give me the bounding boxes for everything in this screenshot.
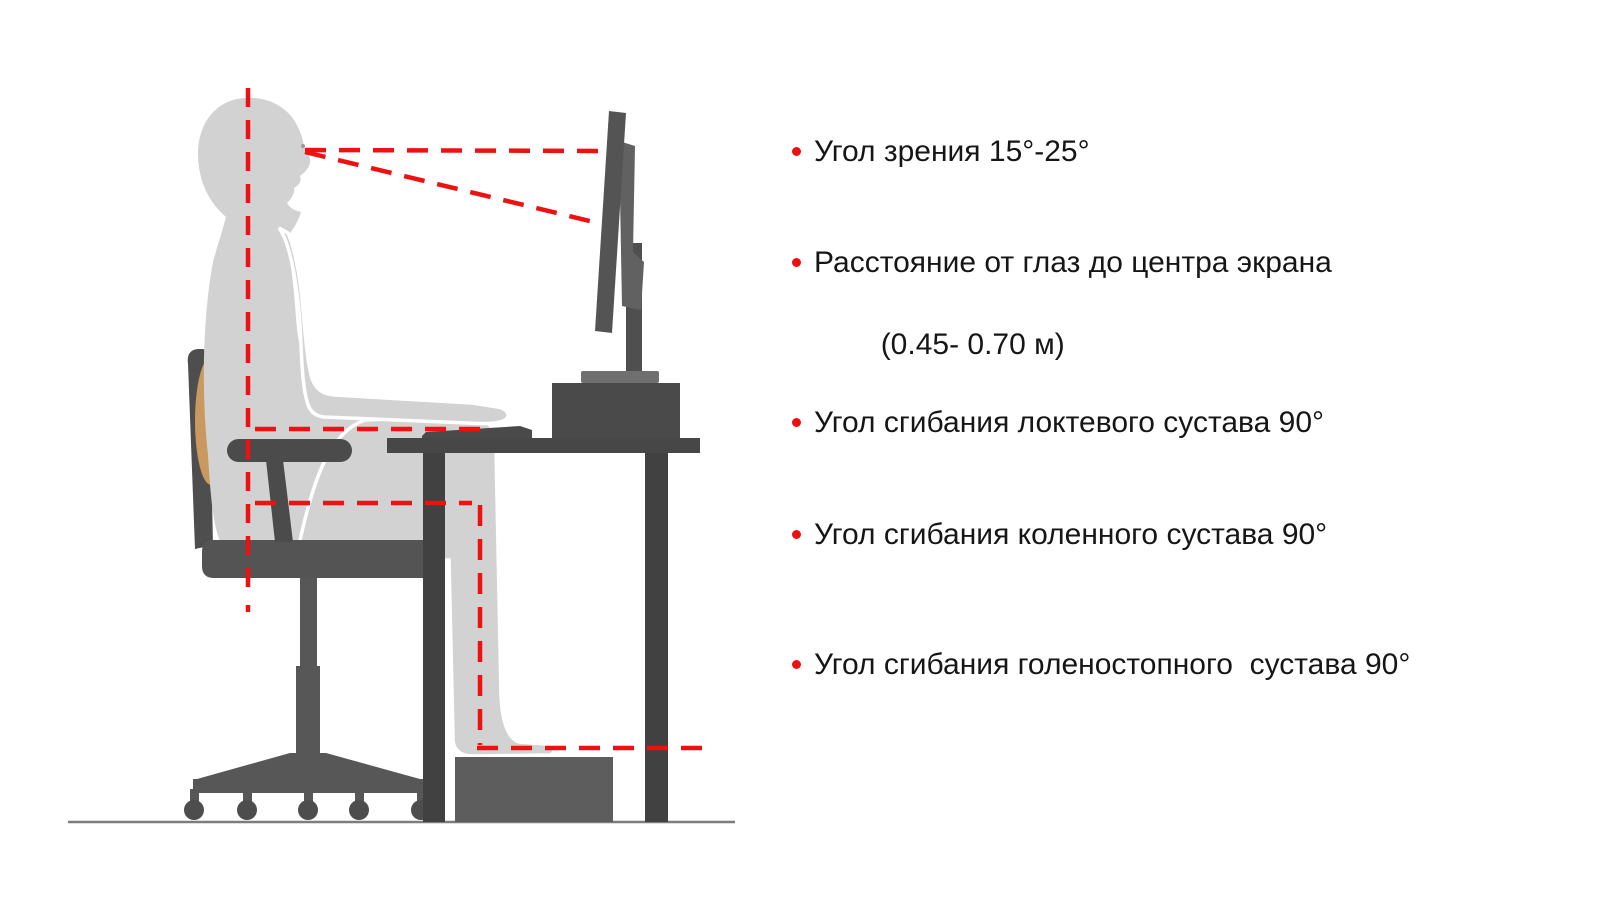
bullet-dot [792,258,801,267]
chair-star-base [193,753,424,793]
office-chair [184,439,442,820]
keyboard [422,426,532,438]
desk-left-leg [423,453,445,822]
chair-armrest-support [266,460,293,542]
footrest [455,757,613,822]
desk-right-leg [645,453,668,822]
monitor-screen-panel [595,111,626,333]
bullet-text: Угол сгибания локтевого сустава 90° [814,406,1325,439]
eye-mark [301,144,305,148]
bullet-eye-distance: Расстояние от глаз до центра экрана (0.4… [792,242,1332,365]
bullet-viewing-angle: Угол зрения 15°-25° [792,131,1090,172]
bullet-dot [792,147,801,156]
monitor-back-housing [619,141,644,310]
bullet-text: Угол зрения 15°-25° [814,135,1090,168]
reference-lines [245,88,705,751]
chair-gas-lift [300,578,317,670]
bullet-text: Угол сгибания голеностопного сустава 90° [814,648,1411,681]
gaze-upper-line [304,147,604,154]
monitor-riser [552,383,680,438]
ergonomics-diagram [68,88,735,824]
gaze-lower-line [304,149,599,226]
chair-casters [184,789,431,820]
bullet-dot [792,660,801,669]
monitor-stand-base [581,371,659,383]
person-arm [277,226,510,426]
chair-armrest [227,439,352,462]
bullet-dot [792,418,801,427]
chair-seat [202,540,442,578]
desk-top [387,438,700,453]
bullet-text: Угол сгибания коленного сустава 90° [814,518,1328,551]
desk [387,426,700,822]
bullet-text-line1: Расстояние от глаз до центра экрана [814,246,1332,279]
monitor [552,111,680,438]
bullet-text-line2: (0.45- 0.70 м) [880,328,1065,361]
bullet-elbow-angle: Угол сгибания локтевого сустава 90° [792,402,1324,443]
bullet-knee-angle: Угол сгибания коленного сустава 90° [792,514,1327,555]
bullet-text: Расстояние от глаз до центра экрана (0.4… [814,242,1332,365]
bullet-ankle-angle: Угол сгибания голеностопного сустава 90° [792,644,1410,685]
bullet-dot [792,530,801,539]
